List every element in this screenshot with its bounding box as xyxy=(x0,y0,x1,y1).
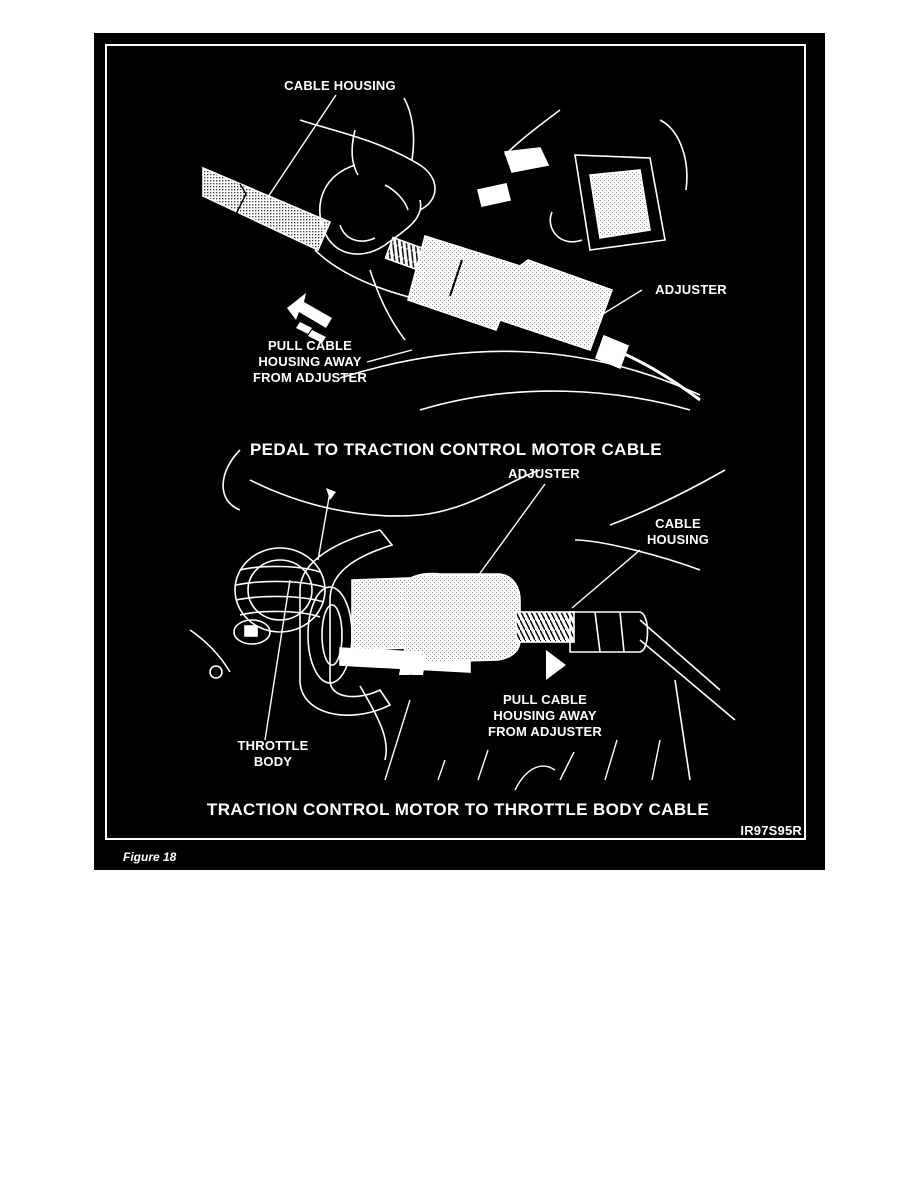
top-view-title: PEDAL TO TRACTION CONTROL MOTOR CABLE xyxy=(249,440,663,459)
figure-panel xyxy=(94,33,825,870)
bottom-hatch xyxy=(384,699,661,791)
callout-pull-bottom-line3: FROM ADJUSTER xyxy=(487,724,603,739)
callout-adjuster-top: ADJUSTER xyxy=(655,282,727,297)
figure-frame xyxy=(105,44,806,840)
bottom-threaded-rod xyxy=(515,611,575,643)
callout-cable-housing-top: CABLE HOUSING xyxy=(284,78,396,93)
callout-cable-housing-bottom-line2: HOUSING xyxy=(646,532,710,547)
bottom-leaders xyxy=(264,483,641,741)
bottom-cable-housing xyxy=(569,611,736,781)
top-view-drawing xyxy=(202,94,701,411)
adjuster-nut xyxy=(594,334,630,370)
callout-pull-top-line1: PULL CABLE xyxy=(267,338,353,353)
callout-pull-bottom-line2: HOUSING AWAY xyxy=(493,708,597,723)
callout-throttle-body-line1: THROTTLE xyxy=(237,738,309,753)
callout-adjuster-bottom: ADJUSTER xyxy=(508,466,580,481)
cable-housing-shape xyxy=(202,166,332,252)
figure-caption: Figure 18 xyxy=(123,850,177,864)
throttle-body-drum xyxy=(189,547,326,679)
callout-pull-top-line3: FROM ADJUSTER xyxy=(252,370,368,385)
callout-throttle-body-line2: BODY xyxy=(253,754,293,769)
pull-arrow-bottom xyxy=(398,650,566,680)
inner-cable xyxy=(619,350,701,402)
callout-pull-bottom-line1: PULL CABLE xyxy=(502,692,588,707)
figure-code: IR97S95R xyxy=(740,823,802,838)
pull-arrow-top xyxy=(287,293,332,343)
connector-housing xyxy=(504,109,688,251)
cable-clip xyxy=(477,147,550,207)
bottom-view-drawing xyxy=(189,449,736,791)
adjuster-body xyxy=(407,234,614,352)
hand-shape xyxy=(299,97,436,341)
callout-pull-top-line2: HOUSING AWAY xyxy=(258,354,362,369)
callout-cable-housing-bottom-line1: CABLE xyxy=(655,516,701,531)
bottom-view-title: TRACTION CONTROL MOTOR TO THROTTLE BODY … xyxy=(206,800,710,819)
top-leaders xyxy=(265,94,643,363)
